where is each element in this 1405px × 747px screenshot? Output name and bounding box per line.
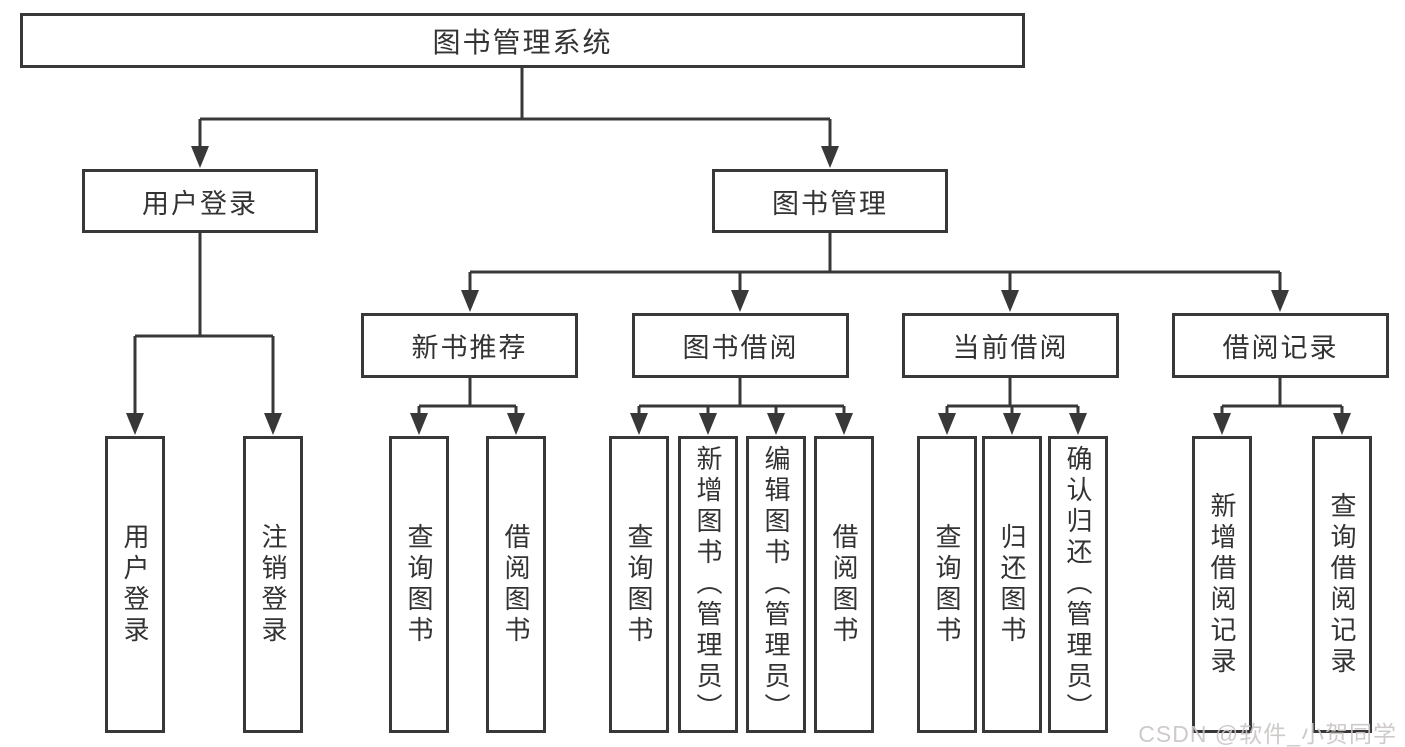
node-current-borrowing-label: 当前借阅: [952, 333, 1069, 363]
node-book-borrowing: 图书借阅: [632, 313, 849, 378]
watermark: CSDN @软件_小贺同学: [1138, 721, 1397, 747]
leaf-confirm-return-admin-label: 确认归还（管理员）: [1063, 445, 1093, 724]
leaf-logout: 注销登录: [243, 436, 303, 733]
node-current-borrowing: 当前借阅: [902, 313, 1119, 378]
leaf-user-login-label: 用户登录: [120, 522, 150, 647]
leaf-add-book-admin-label: 新增图书（管理员）: [693, 445, 723, 724]
leaf-query-books-current-label: 查询图书: [932, 522, 962, 647]
node-book-management-label: 图书管理: [772, 188, 888, 219]
leaf-user-login: 用户登录: [105, 436, 165, 733]
leaf-add-borrow-record-label: 新增借阅记录: [1207, 491, 1237, 678]
node-root: 图书管理系统: [20, 13, 1025, 68]
leaf-borrow-books-borrowing: 借阅图书: [814, 436, 874, 733]
leaf-confirm-return-admin: 确认归还（管理员）: [1048, 436, 1108, 733]
connector-newbook-to-leaves: [417, 378, 518, 416]
node-book-borrowing-label: 图书借阅: [682, 333, 799, 363]
connector-records-to-leaves: [1220, 378, 1344, 416]
leaf-query-books-recommend-label: 查询图书: [404, 522, 434, 647]
node-borrowing-records: 借阅记录: [1172, 313, 1389, 378]
arrowheads: [126, 146, 1351, 435]
leaf-edit-book-admin-label: 编辑图书（管理员）: [761, 445, 791, 724]
leaf-add-borrow-record: 新增借阅记录: [1192, 436, 1252, 733]
leaf-add-book-admin: 新增图书（管理员）: [678, 436, 738, 733]
leaf-return-books-label: 归还图书: [997, 522, 1027, 647]
leaf-edit-book-admin: 编辑图书（管理员）: [746, 436, 806, 733]
connector-current-to-leaves: [945, 378, 1080, 416]
leaf-query-books-recommend: 查询图书: [389, 436, 449, 733]
leaf-query-books-borrowing: 查询图书: [609, 436, 669, 733]
leaf-query-borrow-record-label: 查询借阅记录: [1327, 491, 1357, 678]
leaf-query-books-borrowing-label: 查询图书: [624, 522, 654, 647]
leaf-query-borrow-record: 查询借阅记录: [1312, 436, 1372, 733]
leaf-borrow-books-borrowing-label: 借阅图书: [829, 522, 859, 647]
leaf-borrow-books-recommend-label: 借阅图书: [501, 522, 531, 647]
connector-userlogin-to-leaves: [133, 233, 275, 415]
connector-bookmgmt-to-level3: [468, 233, 1282, 292]
node-new-book-recommendation-label: 新书推荐: [411, 333, 528, 363]
node-book-management: 图书管理: [712, 169, 948, 233]
node-new-book-recommendation: 新书推荐: [361, 313, 578, 378]
connector-root-to-level2: [198, 68, 832, 148]
leaf-query-books-current: 查询图书: [917, 436, 977, 733]
leaf-logout-label: 注销登录: [258, 522, 288, 647]
node-borrowing-records-label: 借阅记录: [1222, 333, 1339, 363]
node-user-login: 用户登录: [82, 169, 318, 233]
leaf-return-books: 归还图书: [982, 436, 1042, 733]
node-root-label: 图书管理系统: [432, 26, 613, 58]
node-user-login-label: 用户登录: [142, 188, 258, 219]
leaf-borrow-books-recommend: 借阅图书: [486, 436, 546, 733]
connector-borrowing-to-leaves: [637, 378, 846, 416]
